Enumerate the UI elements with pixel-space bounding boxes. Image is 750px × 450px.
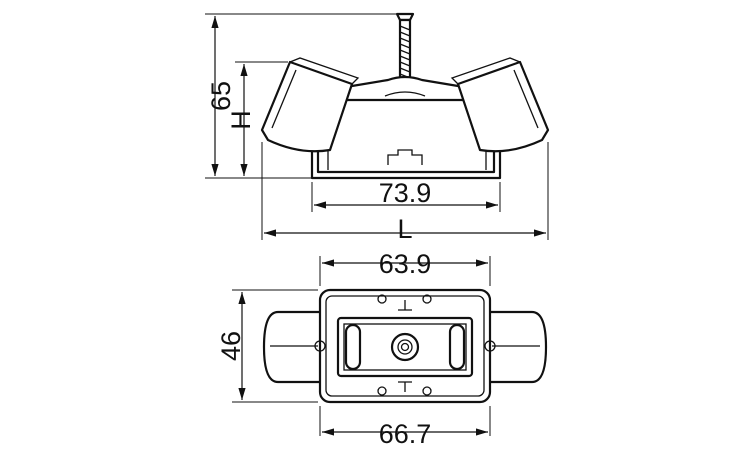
depth-46-label: 46 [216,331,246,361]
left-cylinder [262,310,332,384]
base-width-label: 73.9 [379,178,432,208]
length-l-label: L [397,214,412,244]
screw [395,12,415,86]
side-view: 65 H 73.9 L [205,12,550,244]
right-wing [450,57,550,153]
right-cylinder [476,310,548,384]
height-65-label: 65 [206,81,236,111]
outer-width-label: 66.7 [379,419,432,449]
center-grommet [390,332,420,362]
inner-width-label: 63.9 [379,249,432,279]
left-wing [260,57,360,153]
box-body [310,75,502,180]
height-h-label: H [226,110,256,130]
top-view: 63.9 46 66.7 [216,249,548,449]
